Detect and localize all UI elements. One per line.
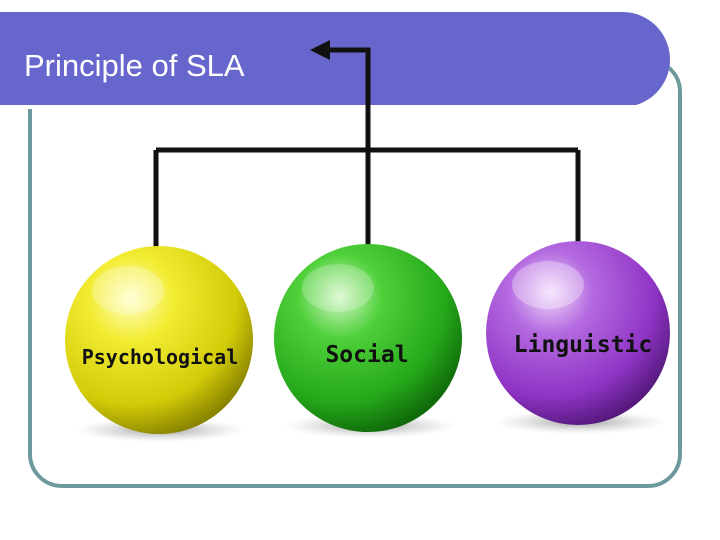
label-social: Social bbox=[325, 342, 408, 368]
sphere-highlight-psychological bbox=[92, 266, 164, 314]
sphere-highlight-linguistic bbox=[512, 261, 584, 309]
sphere-psychological bbox=[65, 246, 253, 434]
label-psychological: Psychological bbox=[82, 345, 239, 369]
connector-lines bbox=[156, 50, 578, 254]
sphere-highlight-social bbox=[302, 264, 374, 312]
arrow-head bbox=[310, 40, 330, 60]
sphere-social bbox=[274, 244, 462, 432]
label-linguistic: Linguistic bbox=[514, 332, 652, 358]
